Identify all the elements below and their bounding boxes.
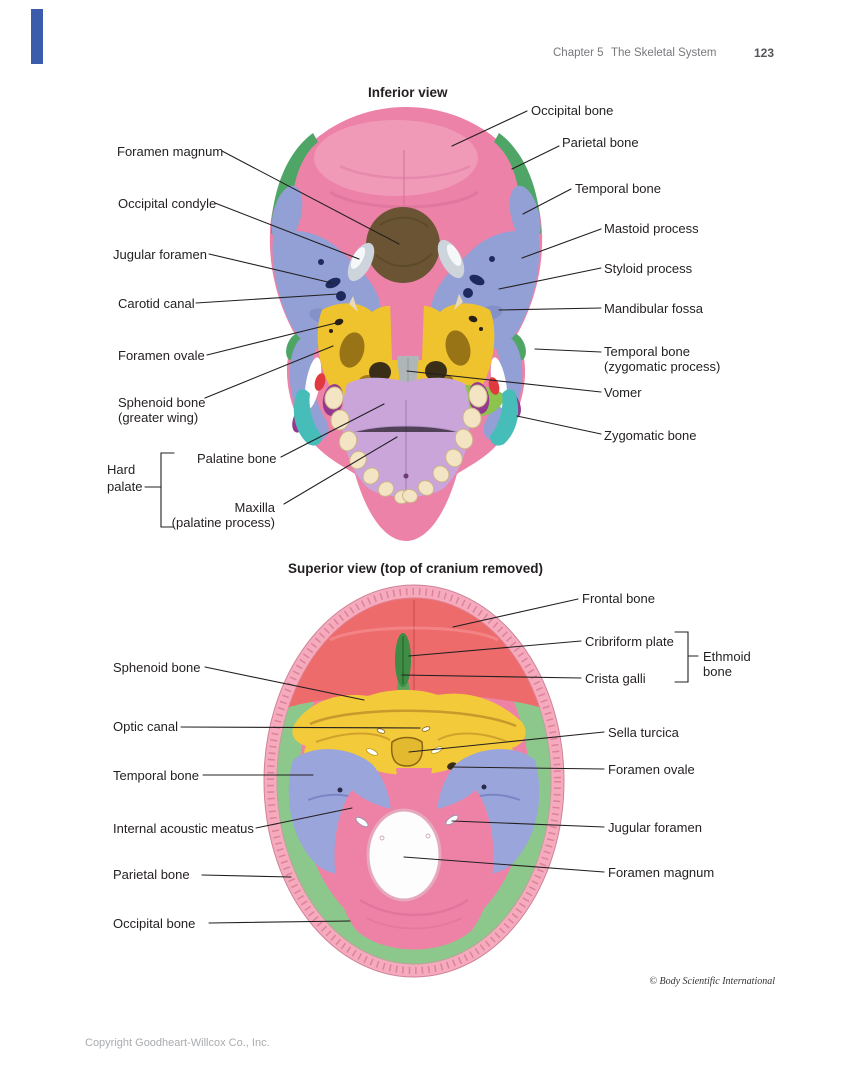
label-occipital-bone-f1: Occipital bone bbox=[531, 103, 614, 118]
label-maxilla: Maxilla (palatine process) bbox=[171, 500, 275, 530]
label-mastoid-process: Mastoid process bbox=[604, 221, 699, 236]
foramen-magnum2 bbox=[366, 808, 442, 902]
jugular-and-carotid-foramina bbox=[318, 256, 495, 301]
label-optic-canal: Optic canal bbox=[113, 719, 179, 734]
header-chapter: Chapter 5 bbox=[553, 47, 604, 59]
label-cribriform-plate: Cribriform plate bbox=[585, 634, 674, 649]
label-temporal-bone-f2: Temporal bone bbox=[113, 768, 199, 783]
label-sphenoid-bone-f1: Sphenoid bone (greater wing) bbox=[118, 395, 206, 425]
label-sphenoid-bone-f2: Sphenoid bone bbox=[113, 660, 201, 675]
label-foramen-ovale-f1: Foramen ovale bbox=[118, 348, 205, 363]
publisher-copyright: Copyright Goodheart-Willcox Co., Inc. bbox=[85, 1037, 270, 1049]
label-foramen-ovale-f2: Foramen ovale bbox=[608, 762, 695, 777]
label-hard-palate: Hard palate bbox=[107, 462, 143, 494]
zygomatic-bone-region bbox=[293, 389, 519, 446]
figure1-title: Inferior view bbox=[368, 85, 448, 100]
label-temporal-bone-f1: Temporal bone bbox=[575, 181, 661, 196]
label-parietal-bone-f2: Parietal bone bbox=[113, 867, 190, 882]
label-palatine-bone: Palatine bone bbox=[197, 451, 277, 466]
bone-speckle-texture bbox=[267, 588, 561, 974]
hard-palate-bracket bbox=[160, 452, 175, 528]
label-foramen-magnum-f2: Foramen magnum bbox=[608, 865, 715, 880]
label-crista-galli: Crista galli bbox=[585, 671, 646, 686]
ethmoid-bracket bbox=[674, 631, 689, 683]
fig1-inferior-view-skull bbox=[269, 107, 543, 541]
label-sella-turcica: Sella turcica bbox=[608, 725, 679, 740]
teeth bbox=[324, 384, 488, 505]
label-ethmoid-bone: Ethmoid bone bbox=[703, 649, 751, 679]
label-occipital-condyle: Occipital condyle bbox=[118, 196, 217, 211]
foramen-magnum bbox=[366, 207, 440, 283]
label-jugular-foramen-f1: Jugular foramen bbox=[113, 247, 207, 262]
label-vomer: Vomer bbox=[604, 385, 642, 400]
styloid-process-right bbox=[454, 294, 463, 310]
label-carotid-canal: Carotid canal bbox=[118, 296, 195, 311]
fig2-superior-view-skull bbox=[263, 584, 565, 978]
jugular-foramen-right bbox=[445, 814, 459, 826]
label-mandibular-fossa: Mandibular fossa bbox=[604, 301, 703, 316]
label-internal-acoustic-meatus: Internal acoustic meatus bbox=[113, 821, 254, 836]
label-occipital-bone-f2: Occipital bone bbox=[113, 916, 196, 931]
illustration-credit: © Body Scientific International bbox=[649, 976, 775, 987]
figure2-title: Superior view (top of cranium removed) bbox=[288, 561, 544, 576]
jugular-foramen-left bbox=[355, 816, 369, 828]
label-styloid-process: Styloid process bbox=[604, 261, 693, 276]
label-zygomatic-bone: Zygomatic bone bbox=[604, 428, 697, 443]
leader-lines bbox=[144, 110, 699, 924]
label-frontal-bone: Frontal bone bbox=[582, 591, 655, 606]
page-number: 123 bbox=[754, 46, 775, 60]
label-temporal-zygomatic-process: Temporal bone (zygomatic process) bbox=[604, 344, 721, 374]
occipital-condyles bbox=[347, 239, 465, 282]
label-foramen-magnum: Foramen magnum bbox=[117, 144, 224, 159]
header-title: The Skeletal System bbox=[611, 47, 717, 59]
label-parietal-bone-f1: Parietal bone bbox=[562, 135, 639, 150]
label-jugular-foramen-f2: Jugular foramen bbox=[608, 820, 702, 835]
sella-turcica bbox=[390, 736, 424, 767]
chapter-margin-tab bbox=[31, 9, 43, 64]
styloid-process-left bbox=[349, 296, 358, 312]
